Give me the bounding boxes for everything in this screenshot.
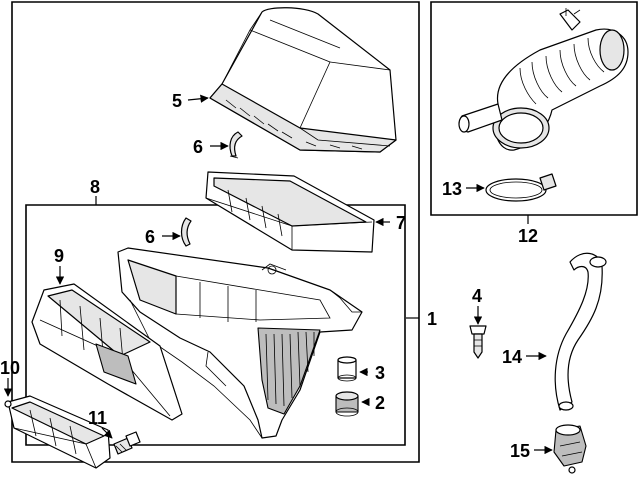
- callout-3: 3: [375, 363, 385, 383]
- clip-part-lower: [180, 217, 192, 247]
- leader-11: [101, 427, 113, 439]
- callout-8: 8: [90, 177, 100, 197]
- valve-part-15: [553, 424, 587, 474]
- callout-2: 2: [375, 393, 385, 413]
- air-duct-part-12: [458, 8, 629, 151]
- grommet-part-3: [337, 356, 357, 382]
- callout-13: 13: [442, 179, 462, 199]
- callout-12: 12: [518, 226, 538, 246]
- callout-6-upper: 6: [193, 137, 203, 157]
- inlet-duct-part-10: [4, 395, 111, 469]
- air-cleaner-housing-part: [117, 247, 363, 439]
- assembly-1-frame: [11, 1, 420, 463]
- callout-11: 11: [88, 408, 107, 428]
- clip-part-upper: [229, 131, 243, 157]
- callout-1: 1: [427, 309, 437, 329]
- callout-4: 4: [472, 286, 482, 306]
- duct-group-frame: [430, 1, 638, 216]
- callout-14: 14: [502, 347, 522, 367]
- push-pin-part-4: [469, 325, 487, 359]
- insulator-part-2: [335, 391, 359, 417]
- leader-5: [187, 94, 209, 103]
- resonator-part-9: [31, 283, 183, 421]
- callout-5: 5: [172, 91, 182, 111]
- air-cleaner-cover-part: [209, 7, 397, 153]
- callout-15: 15: [510, 441, 530, 461]
- bolt-part-11: [113, 431, 141, 455]
- callout-9: 9: [54, 246, 64, 266]
- callout-6-lower: 6: [145, 227, 155, 247]
- callout-10: 10: [0, 358, 20, 378]
- filter-element-part: [205, 171, 375, 253]
- clamp-part-13: [485, 173, 557, 202]
- hose-part-14: [554, 252, 607, 411]
- callout-7: 7: [396, 213, 406, 233]
